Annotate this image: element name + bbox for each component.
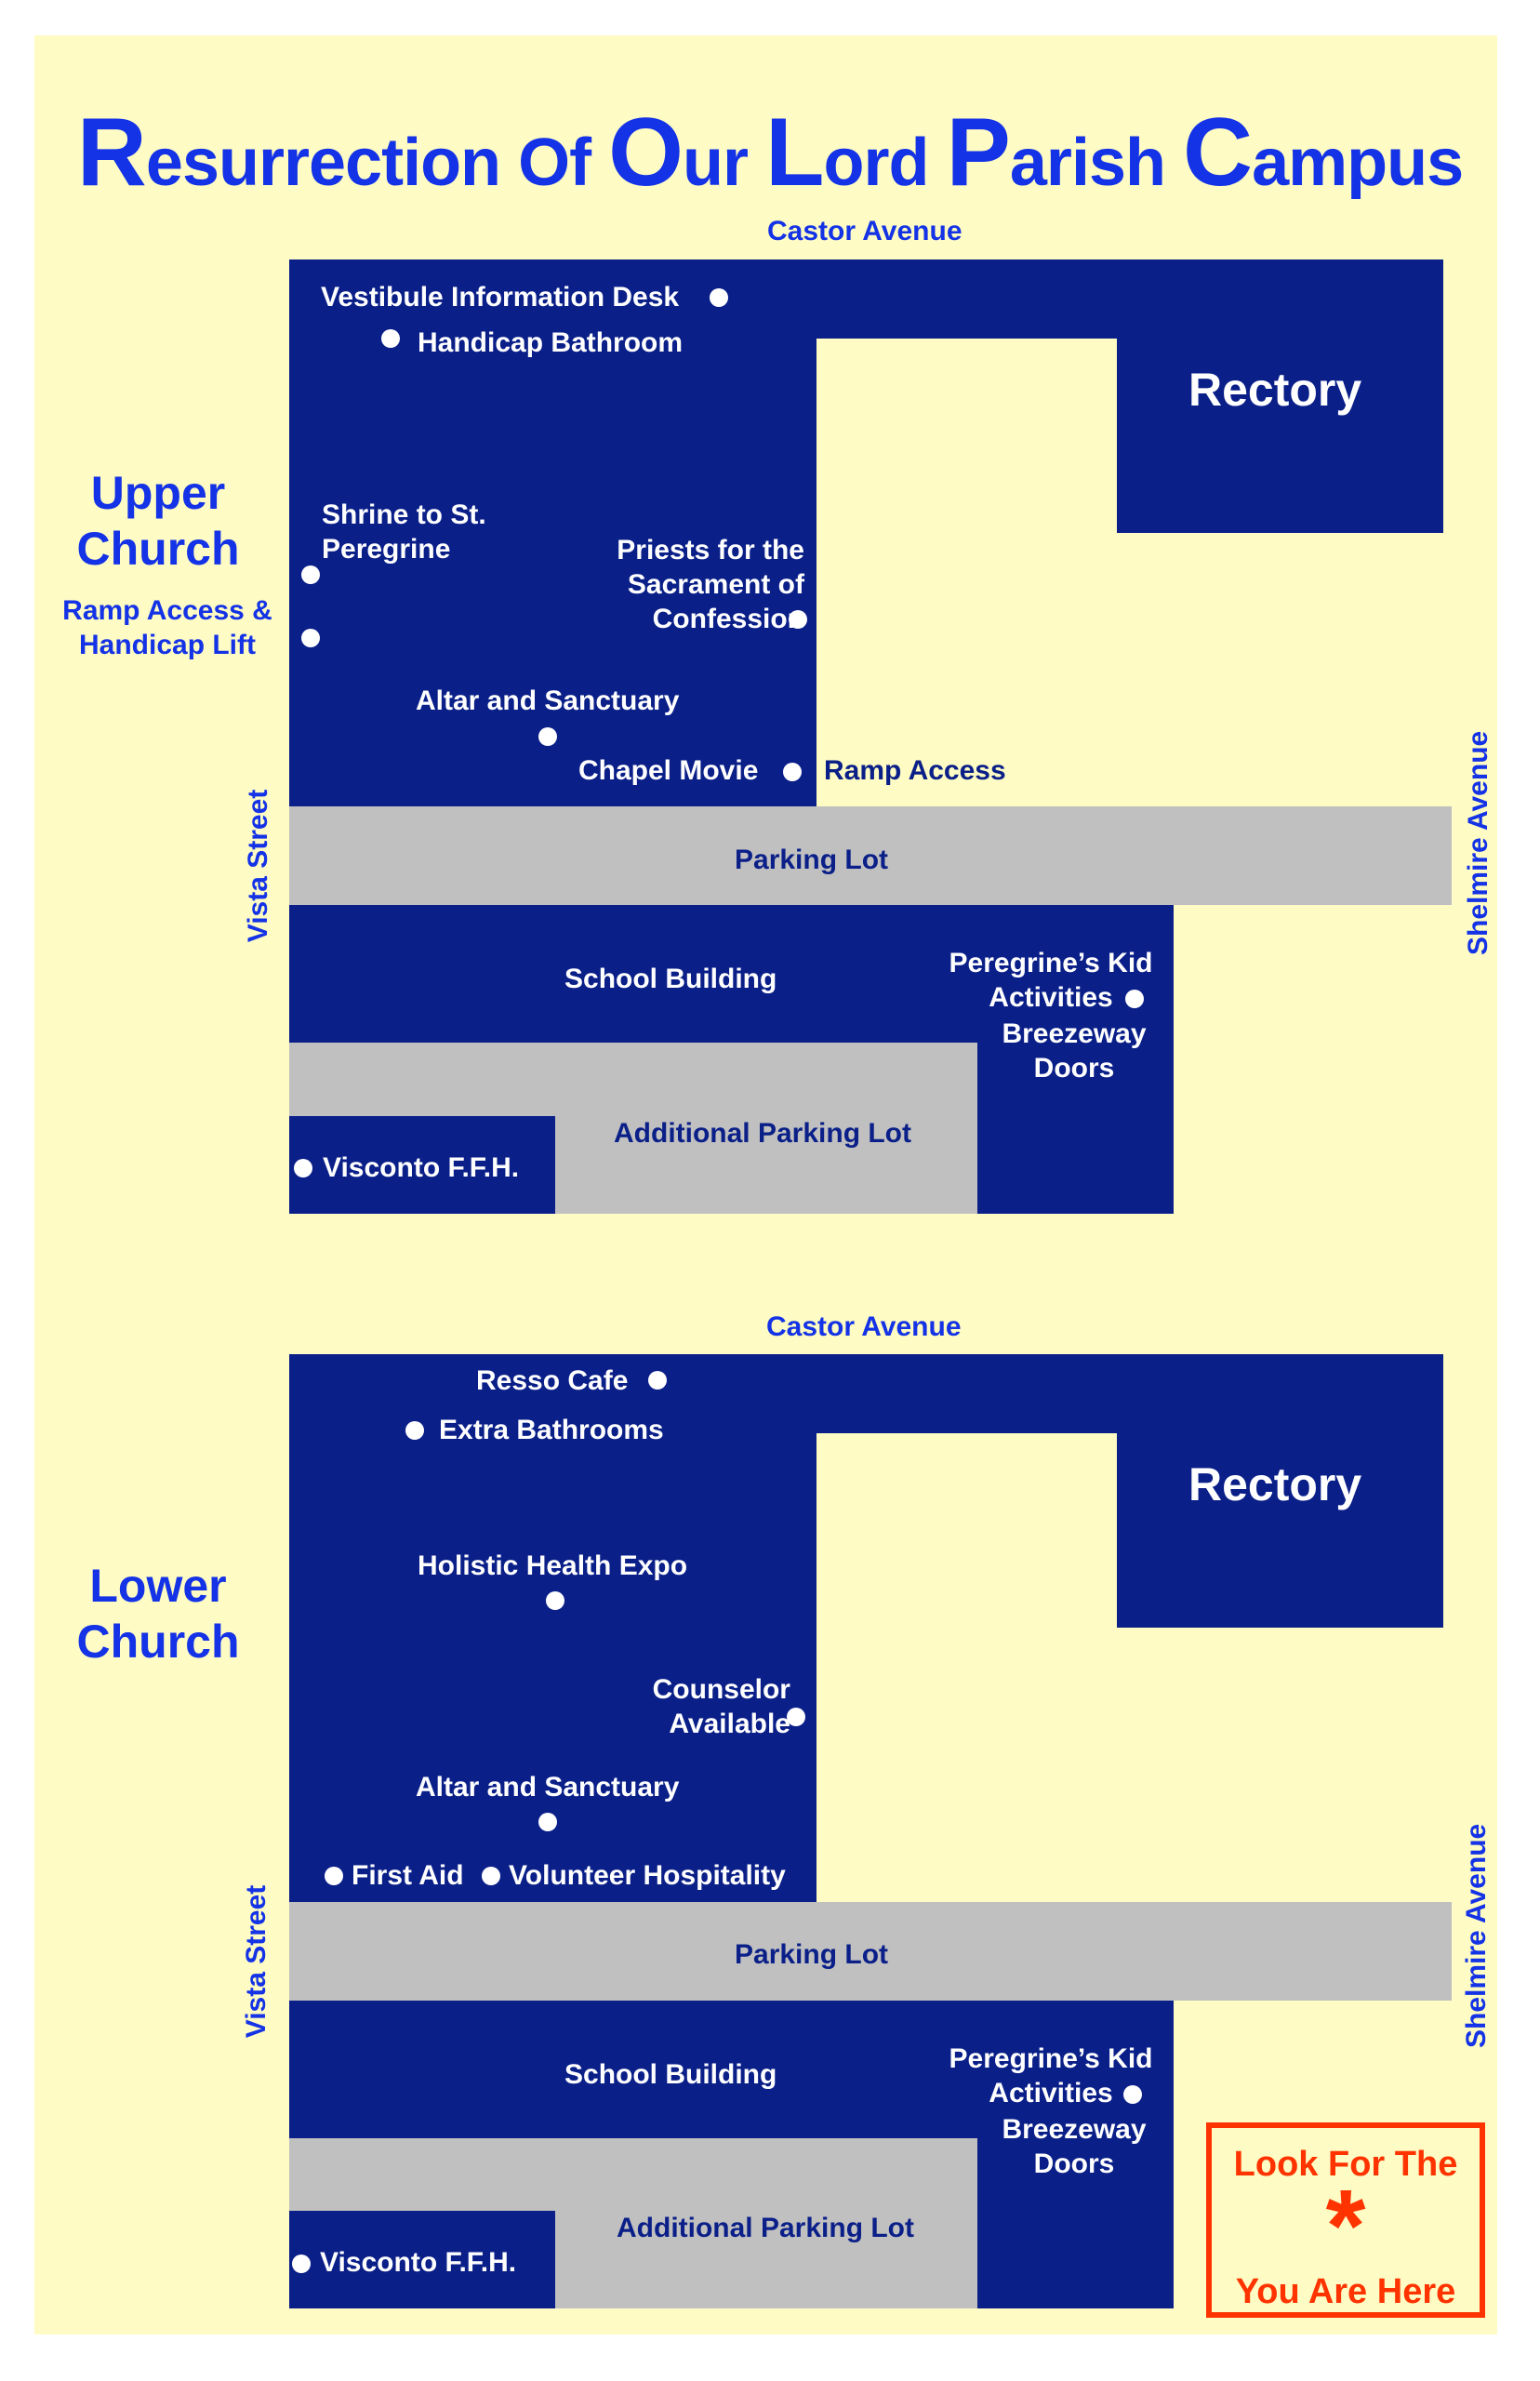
upper-breezeway-building bbox=[977, 1043, 1174, 1214]
upper-bathroom-marker bbox=[381, 329, 400, 348]
lower-visconto-label: Visconto F.F.H. bbox=[320, 2247, 517, 2278]
lower-church-top-wing bbox=[289, 1354, 1443, 1433]
legend-line-1: Look For The bbox=[1233, 2145, 1458, 2184]
lower-holistic-label: Holistic Health Expo bbox=[418, 1550, 688, 1581]
upper-chapel-movie-marker bbox=[783, 763, 802, 781]
page-title: Resurrection Of Our Lord Parish Campus bbox=[76, 99, 1464, 206]
lower-altar-label: Altar and Sanctuary bbox=[416, 1772, 680, 1802]
legend-line-2: You Are Here bbox=[1235, 2272, 1456, 2311]
lower-resso-cafe-marker bbox=[648, 1371, 667, 1390]
upper-ramp-access-label: Ramp Access bbox=[824, 755, 1006, 786]
lower-visconto-building bbox=[289, 2211, 555, 2308]
upper-kid-activities-label: Peregrine’s Kid Activities bbox=[949, 948, 1153, 1013]
upper-parking-label: Parking Lot bbox=[735, 845, 889, 875]
lower-kid-activities-marker bbox=[1123, 2085, 1142, 2104]
upper-priests-label: Priests for the Sacrament of Confession bbox=[617, 535, 804, 634]
lower-rectory-label: Rectory bbox=[1188, 1458, 1362, 1510]
lower-breezeway-label: Breezeway Doors bbox=[1002, 2114, 1147, 2179]
upper-shrine-label: Shrine to St. Peregrine bbox=[322, 499, 486, 565]
upper-vestibule-marker bbox=[710, 288, 728, 307]
upper-visconto-marker bbox=[294, 1159, 312, 1177]
upper-rectory-label: Rectory bbox=[1188, 364, 1362, 416]
upper-priests-marker bbox=[789, 610, 807, 629]
upper-breezeway-label: Breezeway Doors bbox=[1002, 1018, 1147, 1084]
upper-church-top-wing bbox=[289, 259, 1443, 339]
lower-street-shelmire: Shelmire Avenue bbox=[1461, 1823, 1492, 2048]
upper-street-shelmire: Shelmire Avenue bbox=[1463, 730, 1494, 955]
lower-rectory-building bbox=[1117, 1433, 1443, 1628]
lower-first-aid-marker bbox=[325, 1867, 343, 1885]
lower-parking-label: Parking Lot bbox=[735, 1939, 889, 1970]
lower-visconto-marker bbox=[292, 2255, 311, 2273]
upper-visconto-building bbox=[289, 1116, 555, 1214]
lower-first-aid-label: First Aid bbox=[352, 1860, 464, 1891]
upper-street-castor: Castor Avenue bbox=[767, 216, 962, 246]
you-are-here-star-icon: * bbox=[1325, 2169, 1366, 2283]
lower-holistic-marker bbox=[546, 1591, 564, 1610]
lower-school-label: School Building bbox=[564, 2059, 777, 2090]
upper-ramp-lift-marker bbox=[301, 629, 320, 647]
upper-level-label: Upper Church bbox=[76, 467, 240, 575]
lower-resso-cafe-label: Resso Cafe bbox=[476, 1365, 629, 1396]
upper-shrine-marker bbox=[301, 565, 320, 584]
upper-visconto-label: Visconto F.F.H. bbox=[323, 1152, 520, 1183]
lower-counselor-marker bbox=[787, 1708, 805, 1726]
lower-bathrooms-label: Extra Bathrooms bbox=[439, 1415, 664, 1445]
lower-additional-parking-label: Additional Parking Lot bbox=[617, 2213, 914, 2243]
lower-bathrooms-marker bbox=[405, 1421, 424, 1440]
upper-school-label: School Building bbox=[564, 964, 777, 994]
lower-breezeway-building bbox=[977, 2138, 1174, 2308]
lower-church-building bbox=[289, 1433, 816, 1902]
upper-street-vista: Vista Street bbox=[243, 789, 273, 943]
lower-volunteer-marker bbox=[482, 1867, 500, 1885]
upper-kid-activities-marker bbox=[1125, 990, 1144, 1008]
upper-school-building bbox=[289, 905, 1174, 1043]
upper-chapel-movie-label: Chapel Movie bbox=[578, 755, 759, 786]
lower-school-building bbox=[289, 2001, 1174, 2138]
you-are-here-legend: Look For The * You Are Here bbox=[1206, 2122, 1485, 2318]
lower-street-castor: Castor Avenue bbox=[766, 1311, 962, 1342]
upper-vestibule-label: Vestibule Information Desk bbox=[321, 282, 680, 313]
lower-counselor-label: Counselor Available bbox=[652, 1674, 790, 1739]
lower-altar-marker bbox=[538, 1813, 557, 1831]
upper-altar-label: Altar and Sanctuary bbox=[416, 685, 680, 716]
upper-bathroom-label: Handicap Bathroom bbox=[418, 327, 684, 358]
lower-kid-activities-label: Peregrine’s Kid Activities bbox=[949, 2043, 1153, 2108]
lower-level-label: Lower Church bbox=[76, 1560, 240, 1668]
upper-rectory-building bbox=[1117, 339, 1443, 533]
lower-street-vista: Vista Street bbox=[241, 1884, 272, 2039]
upper-ramp-lift-label: Ramp Access & Handicap Lift bbox=[62, 595, 272, 660]
upper-parking-lot bbox=[289, 806, 1452, 905]
upper-altar-marker bbox=[538, 727, 557, 746]
lower-parking-lot bbox=[289, 1902, 1452, 2001]
upper-additional-parking-label: Additional Parking Lot bbox=[614, 1118, 911, 1149]
lower-volunteer-label: Volunteer Hospitality bbox=[509, 1860, 786, 1891]
